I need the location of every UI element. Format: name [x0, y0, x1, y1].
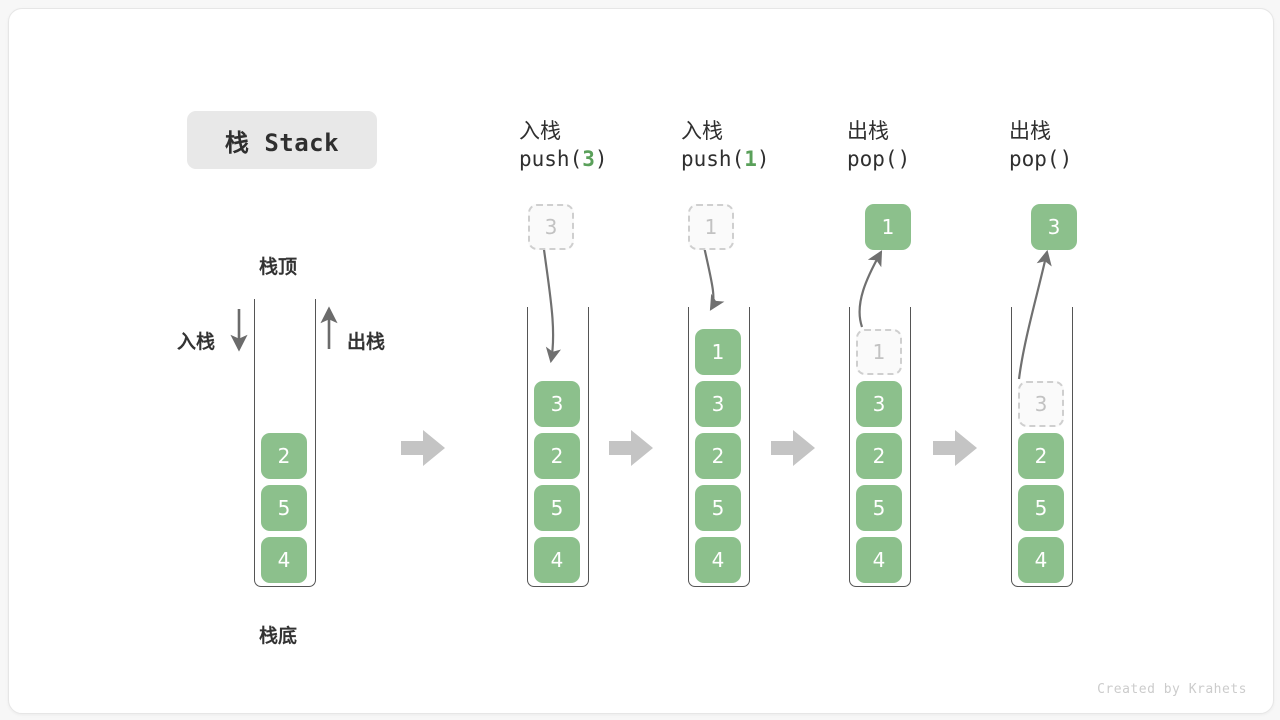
- column-header-push-1: 入栈 push(1): [681, 117, 861, 174]
- column-header-pop-3: 出栈 pop(): [1009, 117, 1189, 174]
- stack-cell: 4: [695, 537, 741, 583]
- pop-direction-label: 出栈: [347, 331, 386, 353]
- stack-cell: 5: [695, 485, 741, 531]
- stack-cell: 2: [1018, 433, 1064, 479]
- stack-cell: 4: [1018, 537, 1064, 583]
- stack-cells-pop-3: 3 2 5 4: [1018, 307, 1066, 587]
- stack-bottom-label: 栈底: [259, 625, 298, 647]
- flow-arrow-4-icon: [933, 430, 977, 466]
- column-header-line2: pop(): [1009, 145, 1189, 173]
- column-header-line2: push(1): [681, 145, 861, 173]
- flow-arrow-2-icon: [609, 430, 653, 466]
- header-tail: ): [897, 147, 911, 172]
- stack-frame-pop-3: [1011, 307, 1073, 587]
- popped-value-box-1: 1: [865, 204, 911, 250]
- stack-cells-pop-1: 1 3 2 5 4: [856, 307, 904, 587]
- stack-cell: 2: [534, 433, 580, 479]
- diagram-canvas: 栈 Stack 栈顶 栈底 入栈 出栈: [8, 8, 1274, 714]
- push-curve-1: [701, 241, 725, 311]
- push-direction-label: 入栈: [177, 331, 216, 353]
- column-header-push-3: 入栈 push(3): [519, 117, 699, 174]
- credit-text: Created by Krahets: [1097, 682, 1247, 697]
- stack-cell: 5: [261, 485, 307, 531]
- stack-top-label: 栈顶: [259, 256, 298, 278]
- stack-cell: 1: [695, 329, 741, 375]
- stack-frame-pop-1: [849, 307, 911, 587]
- header-fn: push(: [681, 147, 745, 172]
- diagram-title-chip: 栈 Stack: [187, 111, 377, 169]
- stack-cell: 2: [261, 433, 307, 479]
- stack-cell: 5: [856, 485, 902, 531]
- column-header-line1: 出栈: [1009, 119, 1051, 143]
- stack-cell: 4: [534, 537, 580, 583]
- header-fn: pop(: [1009, 147, 1060, 172]
- incoming-value-box-1: 1: [688, 204, 734, 250]
- stack-cell: 2: [695, 433, 741, 479]
- header-tail: ): [594, 147, 608, 172]
- header-tail: ): [756, 147, 770, 172]
- stack-frame-initial: [254, 299, 316, 587]
- stack-cell: 3: [695, 381, 741, 427]
- column-header-line1: 出栈: [847, 119, 889, 143]
- stack-cells-push-1: 1 3 2 5 4: [695, 307, 743, 587]
- incoming-value-box-3: 3: [528, 204, 574, 250]
- header-fn: push(: [519, 147, 583, 172]
- stack-cell-ghost: 1: [856, 329, 902, 375]
- stack-cell-ghost: 3: [1018, 381, 1064, 427]
- stack-cell: 4: [261, 537, 307, 583]
- column-header-line2: push(3): [519, 145, 699, 173]
- header-fn: pop(: [847, 147, 898, 172]
- header-tail: ): [1059, 147, 1073, 172]
- stack-cells-initial: 2 5 4: [261, 299, 309, 587]
- stack-cell: 3: [856, 381, 902, 427]
- stack-cell: 2: [856, 433, 902, 479]
- stack-cell: 5: [534, 485, 580, 531]
- column-header-line2: pop(): [847, 145, 1027, 173]
- stack-cell: 5: [1018, 485, 1064, 531]
- stack-cells-push-3: 3 2 5 4: [534, 307, 582, 587]
- flow-arrow-3-icon: [771, 430, 815, 466]
- header-arg: 1: [744, 147, 757, 172]
- stack-cell: 3: [534, 381, 580, 427]
- stack-frame-push-1: [688, 307, 750, 587]
- column-header-line1: 入栈: [681, 119, 723, 143]
- diagram-title-label: 栈 Stack: [224, 128, 340, 157]
- header-arg: 3: [582, 147, 595, 172]
- popped-value-box-3: 3: [1031, 204, 1077, 250]
- stack-cell: 4: [856, 537, 902, 583]
- column-header-pop-1: 出栈 pop(): [847, 117, 1027, 174]
- flow-arrow-1-icon: [401, 430, 445, 466]
- column-header-line1: 入栈: [519, 119, 561, 143]
- stack-frame-push-3: [527, 307, 589, 587]
